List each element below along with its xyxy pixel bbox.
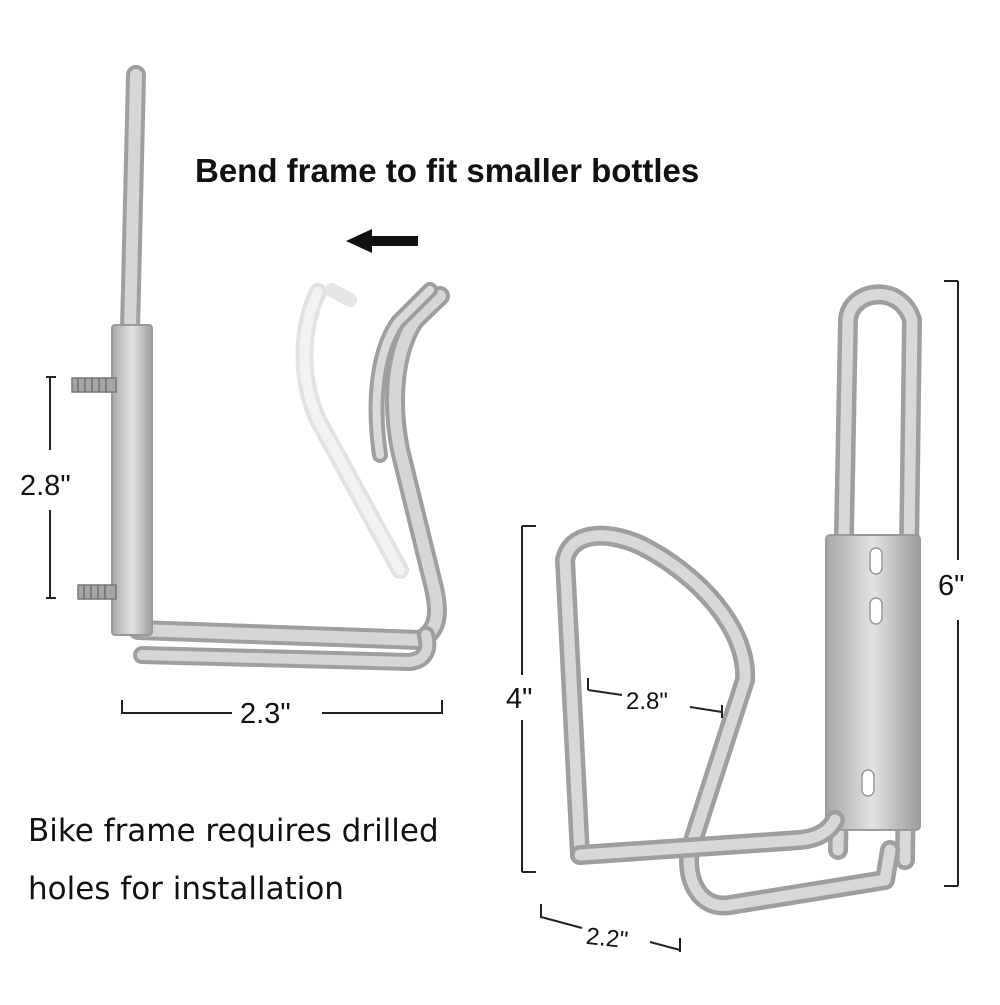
dim-line-side-depth: [121, 700, 443, 714]
bolt-top: [71, 377, 117, 393]
dim-label-overall-height: 6": [938, 570, 965, 602]
front-view-cage: [555, 284, 922, 916]
dim-line-cage-base: [540, 904, 681, 952]
mount-plate: [111, 324, 153, 636]
dim-line-cage-height: [521, 525, 536, 873]
dim-line-bolt-spacing: [46, 376, 56, 599]
dim-label-cage-height: 4": [506, 683, 533, 715]
install-note-line-1: Bike frame requires drilled: [28, 813, 439, 849]
dim-label-side-depth: 2.3": [240, 698, 291, 730]
dim-label-bolt-spacing: 2.8": [20, 470, 71, 502]
front-mount-plate: [825, 534, 921, 831]
install-note-line-2: holes for installation: [28, 871, 344, 907]
dim-label-cage-base: 2.2": [584, 922, 630, 955]
dim-label-cage-width: 2.8": [626, 688, 668, 715]
dim-line-overall-height: [944, 280, 959, 887]
side-view-cage: [71, 65, 450, 671]
bend-instruction-heading: Bend frame to fit smaller bottles: [195, 152, 700, 189]
bolt-bottom: [77, 584, 117, 600]
left-arrow-icon: [346, 229, 418, 253]
dim-line-cage-width: [587, 678, 723, 718]
